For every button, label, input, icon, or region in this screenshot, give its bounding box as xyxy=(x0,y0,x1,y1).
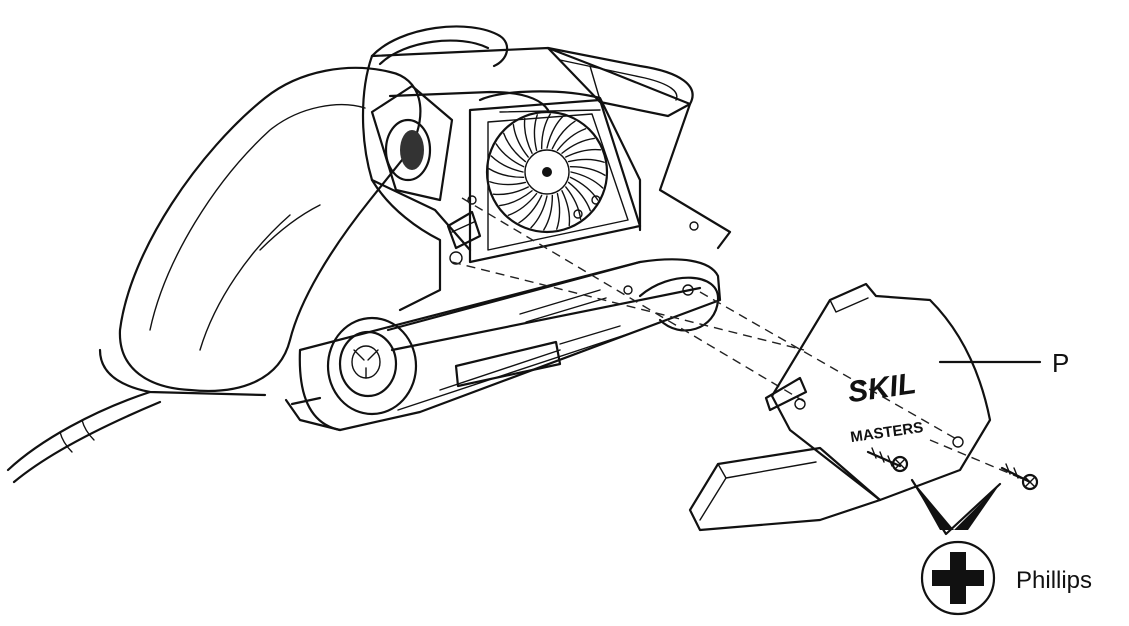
fan-blade xyxy=(565,186,582,220)
brand-sub-logo: MASTERS xyxy=(849,419,924,446)
fan-blade xyxy=(512,124,529,158)
fan-blade xyxy=(567,158,605,163)
fan-blade xyxy=(543,194,554,231)
screwdriver-label: Phillips xyxy=(1016,567,1092,594)
rear-handle xyxy=(98,66,422,397)
fan-blade xyxy=(551,120,576,150)
screw-right xyxy=(1000,463,1039,491)
fan-blade xyxy=(561,137,595,154)
fan-blade xyxy=(570,171,604,189)
belt-sander-illustration xyxy=(6,25,732,484)
fan-blade xyxy=(567,181,591,212)
fan-blade xyxy=(492,186,529,196)
front-handle xyxy=(370,25,694,118)
part-label-p: P xyxy=(1052,348,1069,378)
fan-blade xyxy=(518,194,543,224)
screw-left xyxy=(866,447,909,473)
fan-blade xyxy=(507,192,538,216)
alignment-lines xyxy=(451,197,1031,483)
fan-blade xyxy=(569,165,606,176)
dust-cover-part: SKIL MASTERS xyxy=(688,282,992,532)
fan-blade xyxy=(556,192,561,230)
fan-blade xyxy=(488,168,525,179)
fan-blade xyxy=(530,195,548,229)
fan-wheel xyxy=(485,110,609,234)
fan-blade xyxy=(565,148,602,158)
fan-blade xyxy=(561,190,571,227)
fan-blade xyxy=(569,176,599,201)
belt-platen xyxy=(284,258,722,432)
phillips-head-icon xyxy=(910,478,1002,616)
fan-blade xyxy=(533,114,538,152)
fan-blade xyxy=(540,113,551,150)
fan-blade xyxy=(495,143,525,168)
fan-blade xyxy=(490,155,524,173)
fan-blade xyxy=(546,115,564,149)
fan-blade xyxy=(523,117,533,154)
fan-blade xyxy=(499,190,533,207)
brand-logo: SKIL xyxy=(846,367,918,409)
power-cord xyxy=(6,390,162,484)
fan-blade xyxy=(489,181,527,186)
fan-blade xyxy=(503,132,527,163)
fan-blade xyxy=(556,128,587,152)
motor-housing xyxy=(361,46,732,312)
